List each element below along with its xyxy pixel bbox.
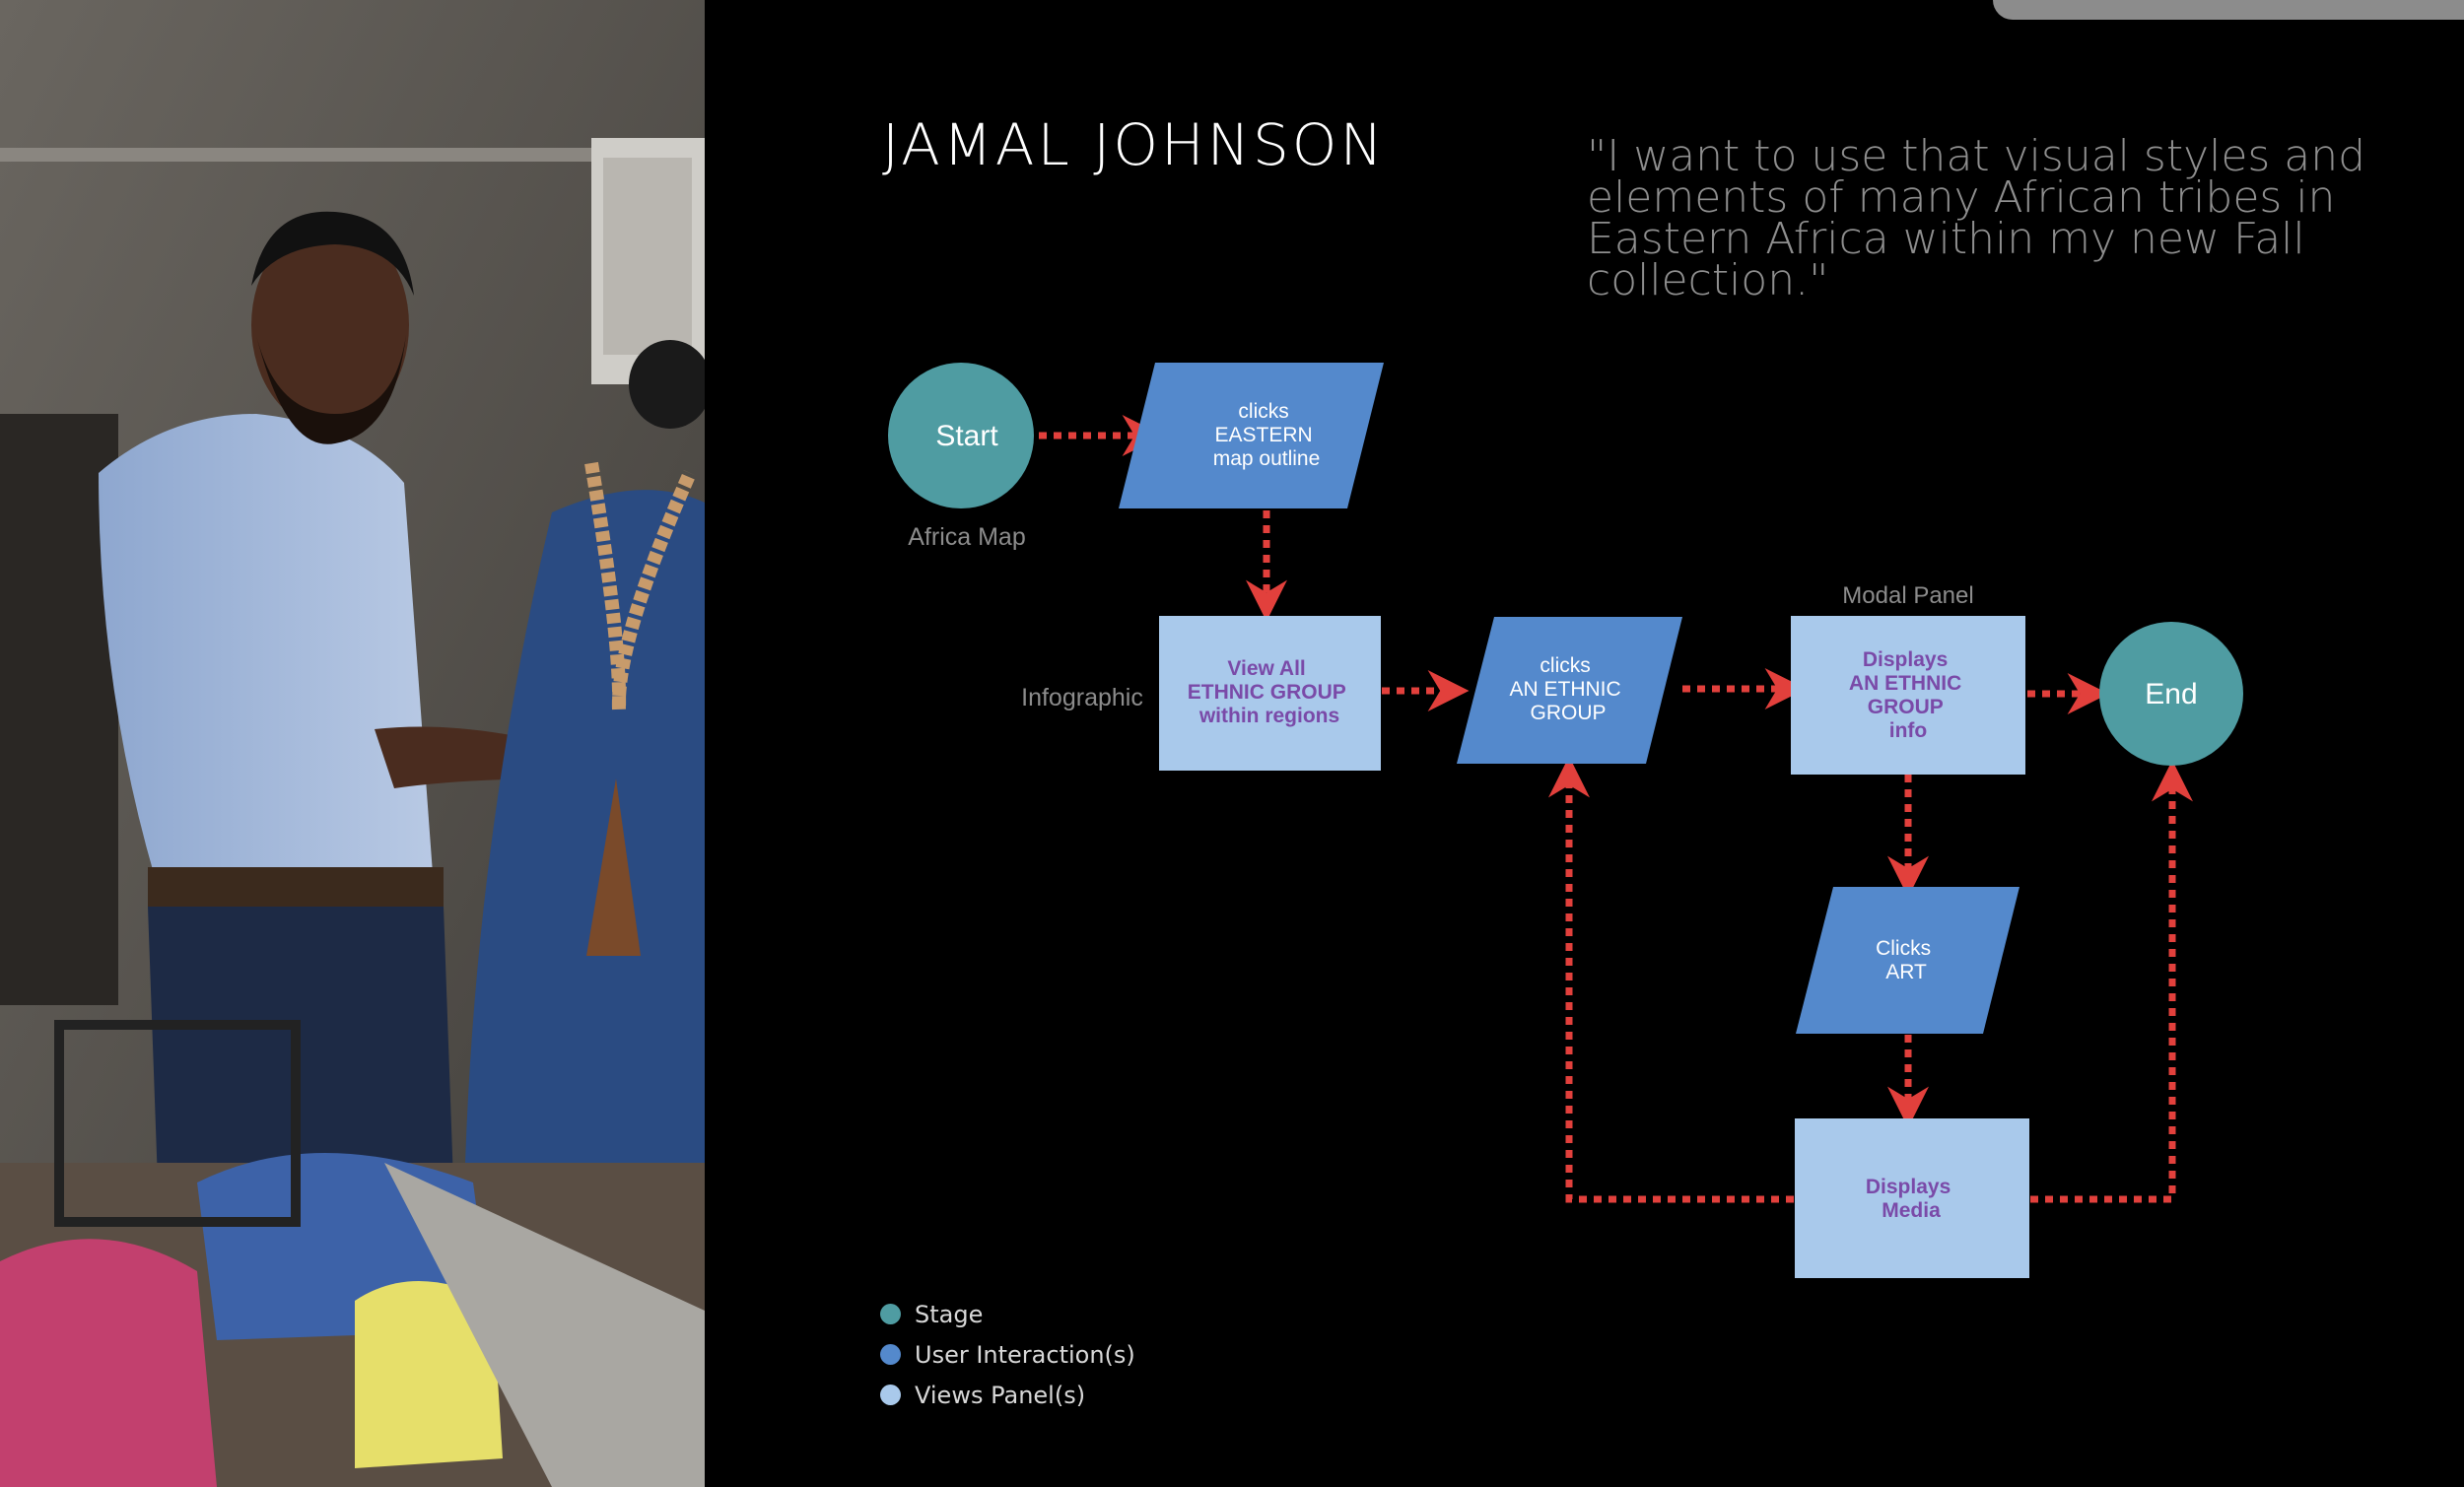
arrows [1039, 415, 2193, 1203]
node-displays-media [1795, 1118, 2029, 1278]
node-clicks-eastern [1119, 363, 1384, 508]
node-clicks-group-text: clicks AN ETHNIC GROUP [1509, 654, 1626, 724]
node-clicks-eastern-text: clicks EASTERN map outline [1213, 400, 1321, 470]
node-clicks-group [1457, 617, 1682, 764]
legend-dot-icon [880, 1385, 901, 1405]
legend-item-stage: Stage [880, 1294, 1135, 1334]
persona-photo [0, 0, 705, 1487]
persona-quote: "I want to use that visual styles and el… [1587, 131, 2366, 305]
end-node [2099, 622, 2243, 766]
start-label: Start [935, 420, 998, 452]
arrow-media-to-end [2030, 760, 2193, 1203]
end-label: End [2145, 678, 2197, 710]
legend-label: Views Panel(s) [915, 1381, 1086, 1409]
africa-map-label: Africa Map [908, 523, 1025, 551]
legend-dot-icon [880, 1304, 901, 1324]
legend-item-interaction: User Interaction(s) [880, 1334, 1135, 1375]
node-displays-group [1791, 616, 2025, 775]
legend: Stage User Interaction(s) Views Panel(s) [880, 1294, 1135, 1415]
legend-item-views-panel: Views Panel(s) [880, 1375, 1135, 1415]
node-clicks-art-text: Clicks ART [1876, 937, 1937, 983]
arrow-media-to-group [1548, 756, 1794, 1203]
node-view-all-text: View All ETHNIC GROUP within regions [1188, 657, 1351, 727]
node-displays-media-text: Displays Media [1866, 1176, 1956, 1222]
infographic-label: Infographic [1021, 684, 1143, 711]
node-displays-group-text: Displays AN ETHNIC GROUP info [1849, 648, 1967, 742]
legend-label: User Interaction(s) [915, 1340, 1135, 1369]
modal-panel-label: Modal Panel [1842, 582, 1973, 609]
node-clicks-art [1796, 887, 2019, 1034]
persona-name: JAMAL JOHNSON [882, 111, 1386, 178]
legend-dot-icon [880, 1344, 901, 1365]
top-tab-decoration [1993, 0, 2464, 20]
start-node [888, 363, 1034, 508]
node-view-all [1159, 616, 1381, 771]
legend-label: Stage [915, 1300, 984, 1328]
